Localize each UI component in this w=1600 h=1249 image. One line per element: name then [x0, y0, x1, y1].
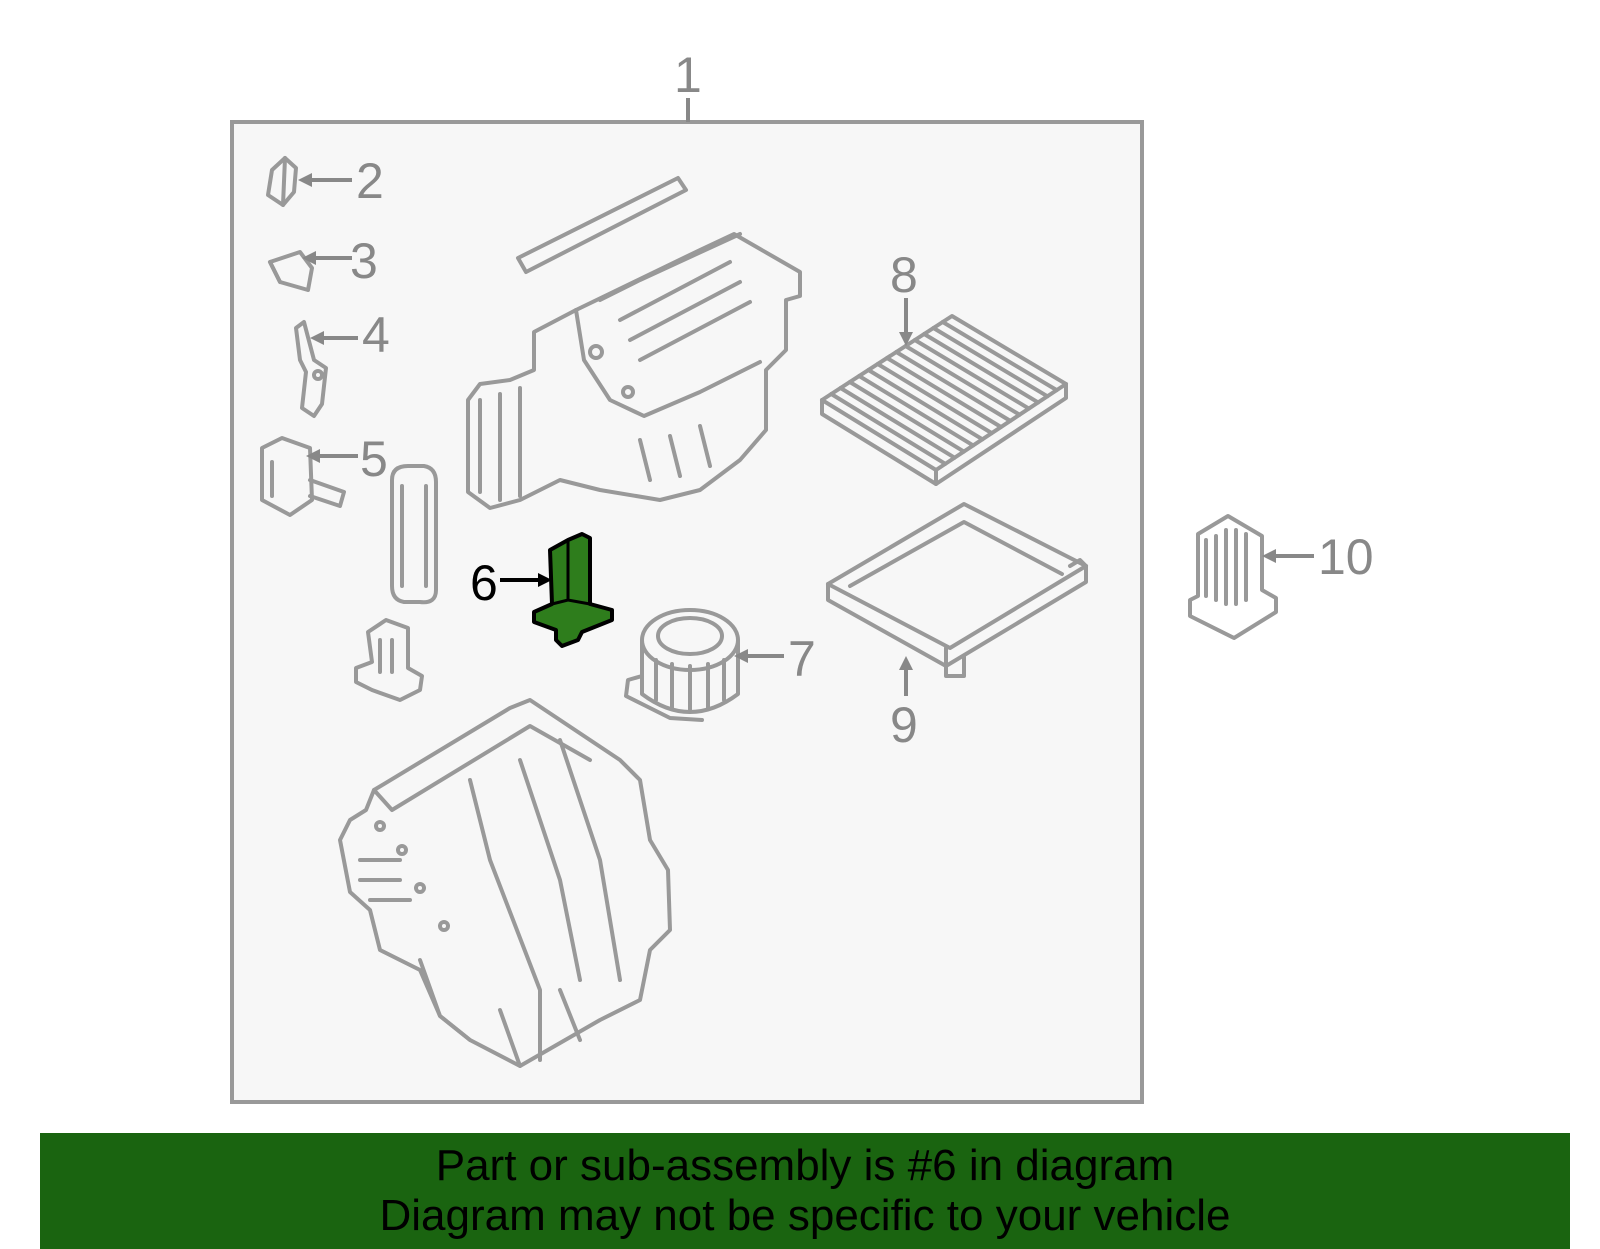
filter-pleat — [922, 332, 1041, 405]
part-4-lever[interactable] — [294, 320, 328, 418]
filter-pleat — [875, 362, 994, 436]
sensor — [354, 618, 424, 702]
part-2-clip[interactable] — [266, 156, 298, 207]
banner-line-1: Part or sub-assembly is #6 in diagram — [435, 1141, 1175, 1190]
callout-3: 3 — [350, 233, 378, 289]
filter-pleat — [857, 374, 976, 448]
callout-10: 10 — [1318, 529, 1374, 585]
part-3-connector[interactable] — [268, 250, 314, 292]
callout-9: 9 — [890, 697, 918, 753]
banner-line-2: Diagram may not be specific to your vehi… — [379, 1191, 1231, 1240]
part-10-resistor[interactable] — [1188, 514, 1278, 640]
filter-pleat — [866, 368, 985, 442]
callout-4: 4 — [362, 307, 390, 363]
filter-pleat — [931, 326, 1050, 399]
filter-pleat — [903, 344, 1022, 417]
heater-case — [338, 698, 672, 1068]
blower-case — [466, 176, 802, 510]
seal-gasket — [390, 464, 438, 605]
filter-pleat — [847, 380, 966, 454]
filter-pleat — [885, 356, 1003, 429]
part-5-actuator[interactable] — [260, 436, 346, 517]
callout-1: 1 — [674, 47, 702, 103]
callout-7: 7 — [788, 631, 816, 687]
callout-6[interactable]: 6 — [470, 555, 498, 611]
filter-pleat — [912, 338, 1031, 411]
part-9-filter-frame[interactable] — [826, 502, 1088, 678]
filter-pleat — [894, 350, 1013, 423]
callout-2: 2 — [356, 153, 384, 209]
part-7-blower-motor[interactable] — [624, 608, 740, 722]
filter-pleat — [940, 320, 1059, 393]
part-8-cabin-filter[interactable] — [820, 314, 1068, 486]
callout-5: 5 — [360, 431, 388, 487]
leader-lines — [298, 173, 1314, 696]
parts-diagram: 1 2 3 4 5 6 7 8 9 10 — [230, 47, 1374, 1104]
filter-pleat — [829, 392, 948, 466]
filter-pleat — [838, 386, 957, 460]
info-banner: Part or sub-assembly is #6 in diagram Di… — [40, 1133, 1570, 1249]
part-6-highlighted[interactable] — [532, 532, 614, 648]
callout-8: 8 — [890, 247, 918, 303]
